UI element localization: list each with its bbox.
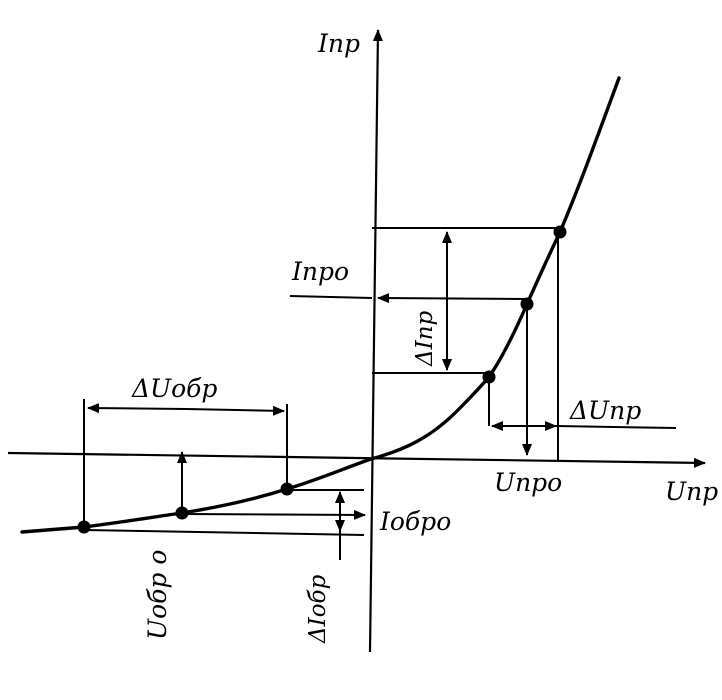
point-reverse-upper <box>280 482 294 496</box>
x-axis-label: Uпр <box>665 477 718 506</box>
forward-voltage-op-label: Uпро <box>494 468 562 497</box>
y-axis-label: Iпр <box>317 29 360 58</box>
point-reverse-op <box>175 506 189 520</box>
forward-current-op-label: Iпро <box>291 257 349 286</box>
reverse-current-op-arrow <box>181 509 366 520</box>
reverse-current-op-label: Iобро <box>379 507 451 536</box>
y-axis <box>368 29 383 653</box>
point-forward-upper <box>553 225 567 239</box>
delta-reverse-voltage-arrow-left <box>87 403 187 414</box>
delta-reverse-current-label: ΔIобр <box>305 574 331 644</box>
forward-current-op-arrow <box>377 293 528 304</box>
delta-reverse-voltage-label: ΔUобр <box>131 374 217 403</box>
delta-forward-current-label: ΔIпр <box>412 310 438 367</box>
x-axis <box>7 451 706 468</box>
point-reverse-lower <box>77 520 91 534</box>
delta-reverse-voltage-arrow-right <box>185 405 285 416</box>
reverse-voltage-op-label: Uобр о <box>143 550 172 640</box>
point-forward-lower <box>482 370 496 384</box>
reverse-lower-horizontal-line <box>83 529 365 536</box>
forward-current-op-leader <box>289 295 373 299</box>
delta-forward-voltage-leader <box>555 425 677 429</box>
point-forward-op <box>520 297 534 311</box>
delta-forward-voltage-label: ΔUпр <box>569 396 641 425</box>
